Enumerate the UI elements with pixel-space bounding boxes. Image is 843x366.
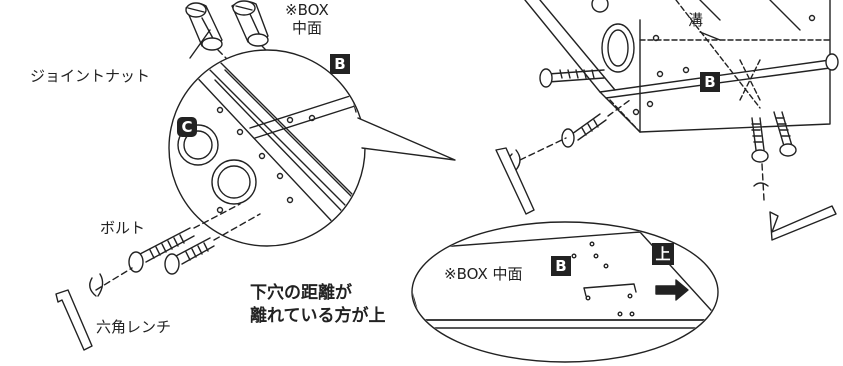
hole-distance-note: 下穴の距離が 離れている方が上: [250, 282, 386, 328]
bolt-icon: [128, 227, 195, 273]
badge-b-top: B: [330, 54, 350, 74]
badge-c: C: [177, 117, 197, 137]
badge-b-box: B: [700, 72, 720, 92]
bolt-icon: [164, 237, 215, 275]
hex-wrench-icon: [55, 289, 93, 351]
groove-label: 溝: [688, 11, 704, 29]
box-mid-label: ※BOX: [285, 1, 329, 19]
note-line-2: 離れている方が上: [250, 305, 386, 326]
bolt-icon: [561, 113, 607, 148]
arrow-right-icon: [655, 279, 689, 301]
bolt-icon: [539, 68, 605, 88]
detail-oval: [411, 221, 719, 363]
box-drawing: [524, 0, 839, 133]
badge-b-detail: B: [551, 256, 571, 276]
hex-wrench-icon: [769, 205, 837, 241]
note-line-1: 下穴の距離が: [250, 283, 352, 303]
hex-wrench-label: 六角レンチ: [96, 318, 172, 336]
joint-nut-label: ジョイントナット: [30, 67, 151, 85]
badge-up: 上: [652, 243, 674, 265]
joint-nut-icon: [231, 0, 269, 47]
bolt-icon: [751, 117, 769, 163]
box-mid-label-2: 中面: [292, 19, 323, 37]
bolt-icon: [773, 111, 797, 157]
bolt-label: ボルト: [100, 219, 146, 237]
hex-wrench-icon: [495, 147, 535, 215]
joint-nut-icon: [185, 2, 223, 51]
box-mid-detail-label: ※BOX 中面: [444, 265, 523, 283]
magnified-panel: [168, 49, 456, 247]
